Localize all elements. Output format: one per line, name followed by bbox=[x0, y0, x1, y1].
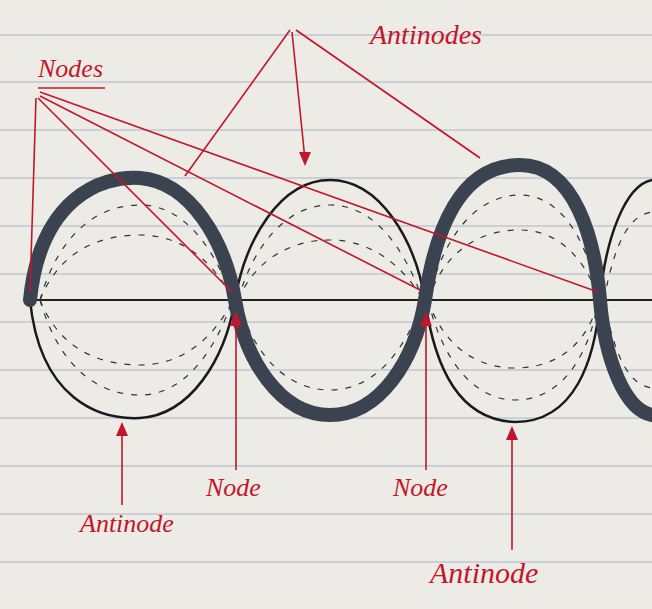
wave-curve bbox=[30, 165, 652, 415]
antinodes-label: Antinodes bbox=[370, 20, 482, 51]
antinode-label: Antinode bbox=[430, 556, 538, 589]
ruled-lines bbox=[0, 35, 652, 562]
arrowheads bbox=[116, 152, 518, 440]
vibration-dashes bbox=[40, 195, 652, 400]
nodes-label: Nodes bbox=[38, 55, 103, 84]
node-label: Node bbox=[393, 474, 448, 503]
wave-envelope bbox=[30, 180, 652, 422]
leader-lines bbox=[30, 30, 598, 550]
axis-line bbox=[28, 299, 652, 301]
node-label: Node bbox=[206, 474, 261, 503]
antinode-label: Antinode bbox=[80, 510, 174, 539]
underline bbox=[38, 87, 105, 89]
